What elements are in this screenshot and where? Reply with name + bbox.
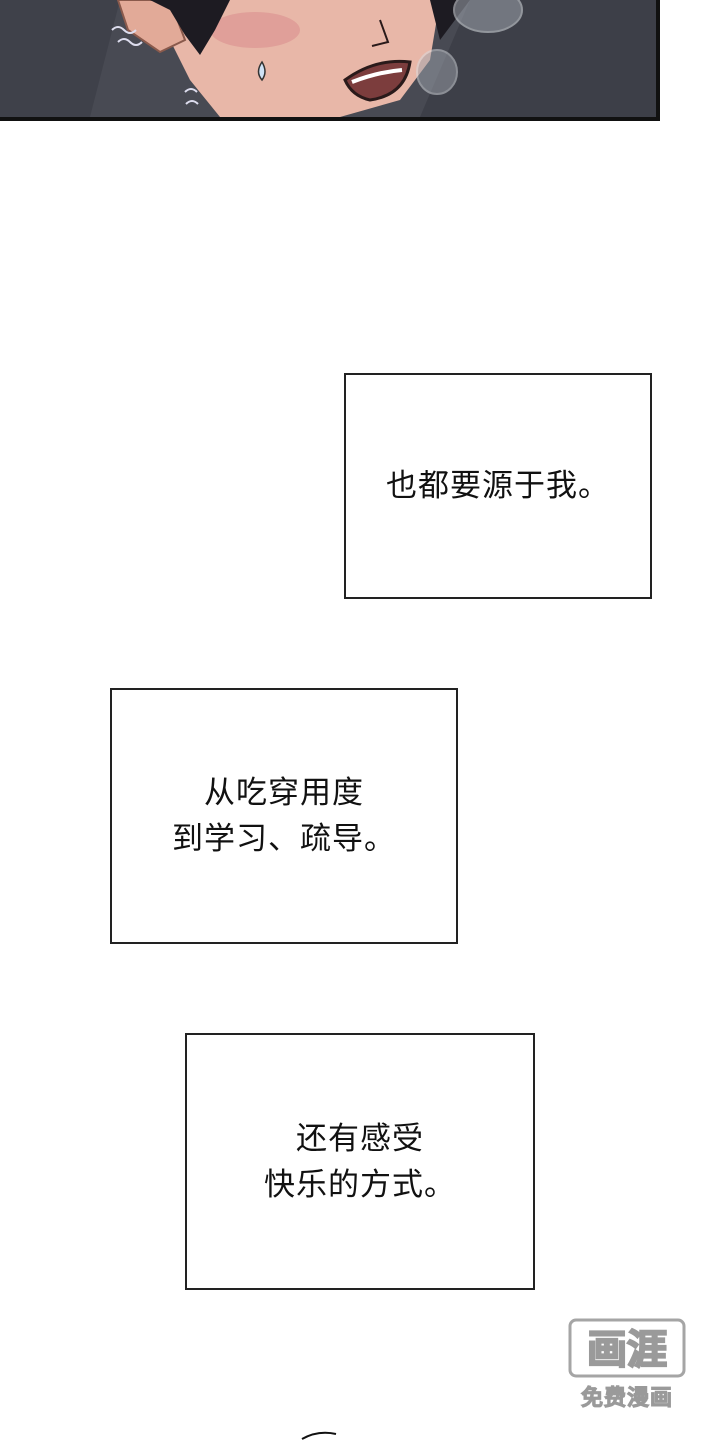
caption-text-2: 从吃穿用度 到学习、疏导。 — [172, 775, 396, 857]
caption-text-3: 还有感受 快乐的方式。 — [264, 1120, 456, 1203]
caption-box-2: 从吃穿用度 到学习、疏导。 — [110, 688, 458, 944]
caption-text-1: 也都要源于我。 — [386, 468, 610, 504]
comic-panel-top — [0, 0, 660, 121]
caption-box-3: 还有感受 快乐的方式。 — [185, 1033, 535, 1290]
character-illustration — [0, 0, 656, 117]
watermark-logo-text: 画涯 — [587, 1327, 667, 1373]
watermark: 画涯 免费漫画 — [562, 1318, 692, 1418]
caption-box-1: 也都要源于我。 — [344, 373, 652, 599]
next-panel-stroke — [301, 1431, 337, 1440]
watermark-logo: 画涯 — [568, 1318, 686, 1378]
watermark-subtitle: 免费漫画 — [580, 1386, 673, 1412]
